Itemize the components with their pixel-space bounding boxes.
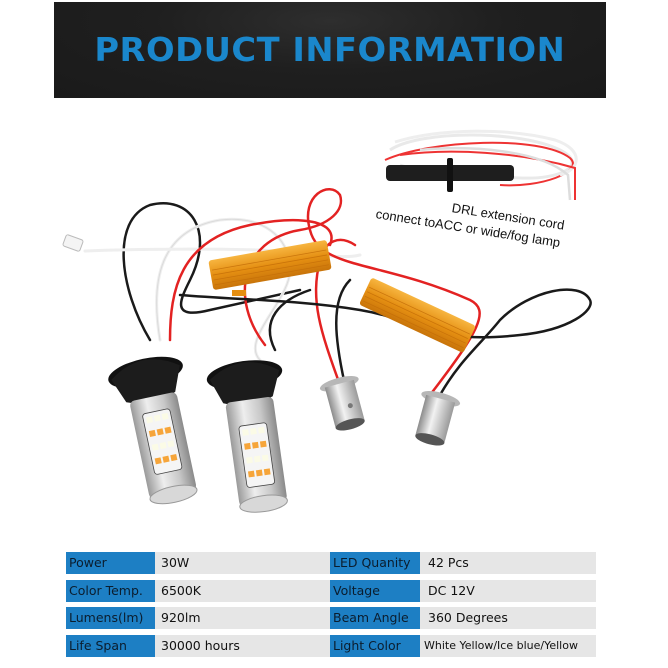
- ba15s-base-1: [319, 375, 365, 431]
- spec-value-life-span: 30000 hours: [161, 638, 240, 653]
- load-resistor-2: [359, 278, 475, 353]
- spec-label-power: Power: [66, 552, 155, 574]
- ba15s-base-2: [415, 390, 461, 446]
- spec-row: Life Span 30000 hours Light Color White …: [66, 635, 596, 657]
- spec-value-led-quantity: 42 Pcs: [428, 555, 469, 570]
- spec-value-color-temp: 6500K: [161, 583, 202, 598]
- spec-label-color-temp: Color Temp.: [66, 580, 155, 602]
- spec-label-voltage: Voltage: [330, 580, 420, 602]
- load-resistor-1: [208, 240, 332, 296]
- spec-row: Color Temp. 6500K Voltage DC 12V: [66, 580, 596, 602]
- spade-connector: [62, 234, 84, 252]
- led-bulb-2: [206, 360, 288, 513]
- drl-extension-cord: [384, 129, 578, 201]
- product-photo: [62, 129, 592, 513]
- spec-value-lumens: 920lm: [161, 610, 201, 625]
- spec-label-led-quantity: LED Quanity: [330, 552, 420, 574]
- spec-label-beam-angle: Beam Angle: [330, 607, 420, 629]
- spec-value-light-color: White Yellow/Ice blue/Yellow: [424, 639, 578, 652]
- spec-value-power: 30W: [161, 555, 190, 570]
- spec-row: Lumens(lm) 920lm Beam Angle 360 Degrees: [66, 607, 596, 629]
- spec-label-life-span: Life Span: [66, 635, 155, 657]
- spec-row: Power 30W LED Quanity 42 Pcs: [66, 552, 596, 574]
- spec-value-beam-angle: 360 Degrees: [428, 610, 508, 625]
- spec-label-lumens: Lumens(lm): [66, 607, 155, 629]
- page-title: PRODUCT INFORMATION: [94, 29, 566, 69]
- spec-label-light-color: Light Color: [330, 635, 420, 657]
- header-banner: PRODUCT INFORMATION: [54, 2, 606, 98]
- spec-value-voltage: DC 12V: [428, 583, 475, 598]
- led-bulb-1: [108, 356, 198, 505]
